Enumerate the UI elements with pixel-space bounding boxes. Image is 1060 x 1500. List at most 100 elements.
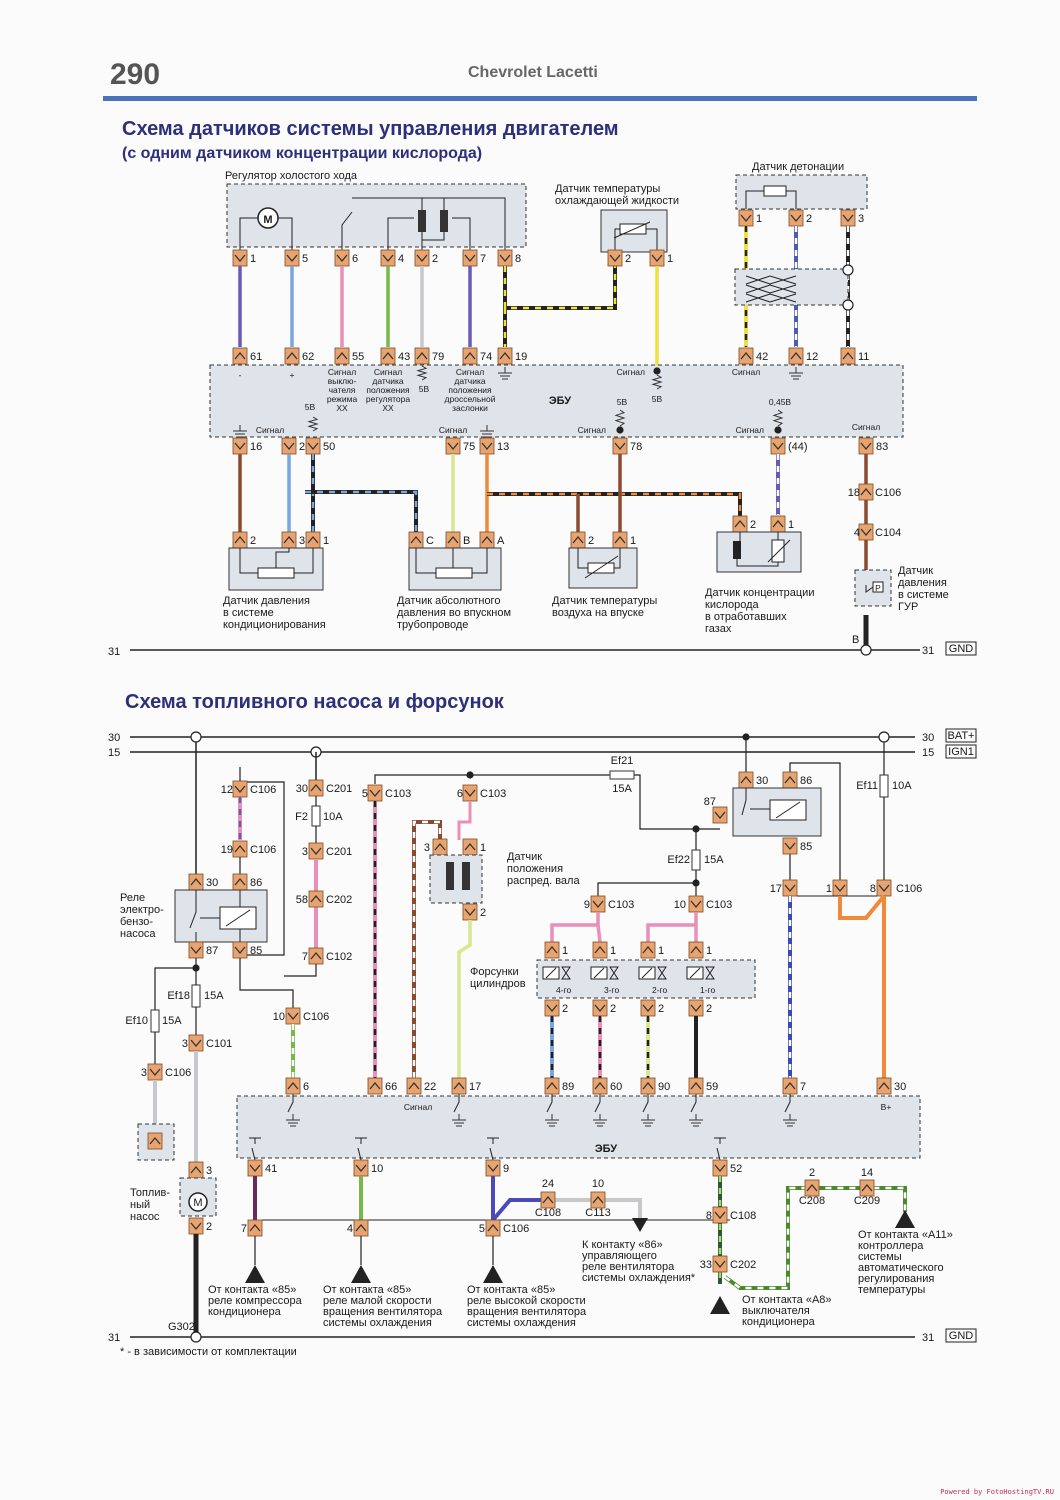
green-dash-wire-stripe <box>724 1186 907 1290</box>
fuse-name: Ef10 <box>125 1015 148 1027</box>
coolant-pin-2: 2 <box>607 249 631 267</box>
ecu-pin-(44): (44) <box>770 437 808 455</box>
pin-label: B <box>463 535 470 547</box>
wire <box>865 585 874 593</box>
pin-body <box>462 784 478 802</box>
lime-wire <box>457 920 472 1078</box>
bat-badge <box>945 728 977 743</box>
chevron-up-icon <box>410 535 422 544</box>
pump-relay-pin-30 <box>188 873 204 891</box>
pin-label: 30 <box>756 775 768 787</box>
pin-body <box>445 531 461 549</box>
injector-name: 3-го <box>604 985 619 995</box>
chevron-down-icon <box>190 1222 202 1231</box>
motor-icon <box>188 1192 208 1212</box>
pin-label: 2 <box>809 1167 815 1179</box>
coolant-sensor-box <box>600 209 668 253</box>
injector-pin-out: 2 <box>640 999 664 1017</box>
ecu-sig-43: Сигнал <box>374 367 402 377</box>
wire <box>239 548 258 574</box>
pin-body <box>782 879 798 897</box>
injector-pin-out: 2 <box>688 999 712 1017</box>
wire <box>736 559 779 567</box>
source-label-ac-switch: От контакта «А8» <box>742 1294 832 1306</box>
source-label-ac-compressor: кондиционера <box>208 1306 282 1318</box>
pin-body <box>770 437 786 455</box>
knock-pin-2: 2 <box>788 209 812 227</box>
source-arrow-icon <box>245 1265 265 1283</box>
chevron-down-icon <box>546 1004 558 1013</box>
chevron-down-icon <box>307 442 319 451</box>
source-label-fan-low: От контакта «85» <box>323 1284 411 1296</box>
pin-body <box>592 941 608 959</box>
terminal-node <box>842 264 854 276</box>
pin-body <box>497 249 513 267</box>
pin-body <box>147 1132 163 1150</box>
pin-label: 1 <box>667 253 673 265</box>
iat-pin-1: 1 <box>612 531 636 549</box>
connector-name: C106 <box>896 883 922 895</box>
source-label-fan-high: реле высокой скорости <box>467 1295 586 1307</box>
pin-body <box>479 531 495 549</box>
fuse-name: F2 <box>295 811 308 823</box>
pin-label: 11 <box>858 351 869 363</box>
source-label-fan-low: системы охлаждения <box>323 1317 432 1329</box>
hall-icon <box>462 862 470 890</box>
pump-pin-3 <box>188 1161 204 1179</box>
pin-label: 1 <box>826 883 832 895</box>
pin-body <box>432 838 448 856</box>
ecu-sig-44: Сигнал <box>736 425 764 435</box>
pin-label: 60 <box>610 1081 622 1093</box>
pin-label: 3 <box>299 535 305 547</box>
fuse-name: Ef22 <box>667 854 690 866</box>
rail-number: 30 <box>108 732 120 744</box>
fuse-rating: 15A <box>612 783 632 795</box>
pin-label: 13 <box>497 441 509 453</box>
pin-label: 1 <box>250 253 256 265</box>
pin-label: 75 <box>463 441 475 453</box>
pin-label: 2 <box>750 519 756 531</box>
wiper <box>275 548 290 568</box>
pin-body <box>782 1077 798 1095</box>
main-relay-pin-85 <box>782 837 798 855</box>
pin-body <box>462 838 478 856</box>
chevron-up-icon <box>434 842 446 851</box>
fuse-f2 <box>311 805 321 827</box>
wire <box>491 1198 548 1222</box>
pin-body <box>308 890 324 908</box>
pin-body <box>712 1255 728 1273</box>
terminal-node <box>190 731 202 743</box>
pump-pin-2 <box>188 1217 204 1235</box>
ecu-sig-74: датчика <box>454 376 485 386</box>
rail-number: 31 <box>108 1332 120 1344</box>
connector-name: C106 <box>250 844 276 856</box>
pin-body <box>308 842 324 860</box>
chevron-up-icon <box>642 945 654 954</box>
source-label-fan-high: системы охлаждения <box>467 1317 576 1329</box>
fuse-ef18 <box>191 984 201 1008</box>
resistor-icon <box>416 365 428 381</box>
pin-body <box>334 249 350 267</box>
chevron-up-icon <box>369 1081 381 1090</box>
pin-body <box>147 1063 163 1081</box>
chevron-down-icon <box>355 1164 367 1173</box>
chevron-up-icon <box>860 487 872 496</box>
pin-label: 58 <box>296 894 308 906</box>
arrow-down-icon <box>632 1218 648 1232</box>
pin-body <box>232 347 248 365</box>
wiper-wire <box>387 217 414 250</box>
pin-body <box>305 531 321 549</box>
pin-body <box>840 209 856 227</box>
conn-c106-10 <box>285 1007 301 1025</box>
pin-body <box>308 779 324 797</box>
chevron-down-icon <box>464 908 476 917</box>
ecu2-pin-22: 22 <box>406 1077 436 1095</box>
iat-sensor-label: Датчик температуры <box>552 595 657 607</box>
pump-relay-pin-87 <box>188 941 204 959</box>
pin-label: 61 <box>250 351 262 363</box>
target-label-fan-relay: К контакту «86» <box>582 1239 663 1251</box>
switch-icon <box>251 1147 256 1161</box>
book-title: Chevrolet Lacetti <box>468 64 598 81</box>
pin-body <box>188 1217 204 1235</box>
chevron-down-icon <box>464 789 476 798</box>
